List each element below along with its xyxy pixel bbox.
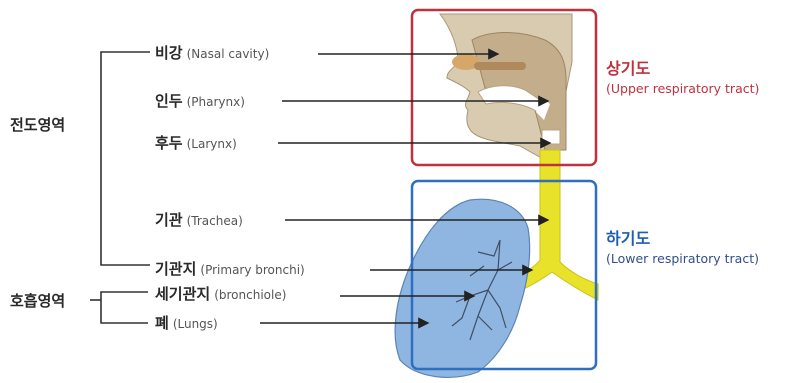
label-primary-bronchi: 기관지(Primary bronchi) xyxy=(155,260,305,279)
label-pharynx: 인두(Pharynx) xyxy=(155,92,245,111)
lung-illustration xyxy=(395,199,529,377)
group-respiratory-zone: 호흡영역 xyxy=(10,290,65,311)
group-conducting-zone: 전도영역 xyxy=(10,114,65,135)
label-bronchiole: 세기관지(bronchiole) xyxy=(155,285,286,304)
label-larynx: 후두(Larynx) xyxy=(155,134,237,153)
label-trachea: 기관(Trachea) xyxy=(155,211,243,230)
head-illustration xyxy=(440,14,572,160)
label-nasal-cavity: 비강(Nasal cavity) xyxy=(155,44,269,63)
label-lungs: 폐(Lungs) xyxy=(155,314,218,333)
lower-respiratory-tract-label: 하기도 (Lower respiratory tract) xyxy=(606,228,759,268)
upper-respiratory-tract-label: 상기도 (Upper respiratory tract) xyxy=(606,58,759,98)
group-brackets xyxy=(90,52,150,323)
